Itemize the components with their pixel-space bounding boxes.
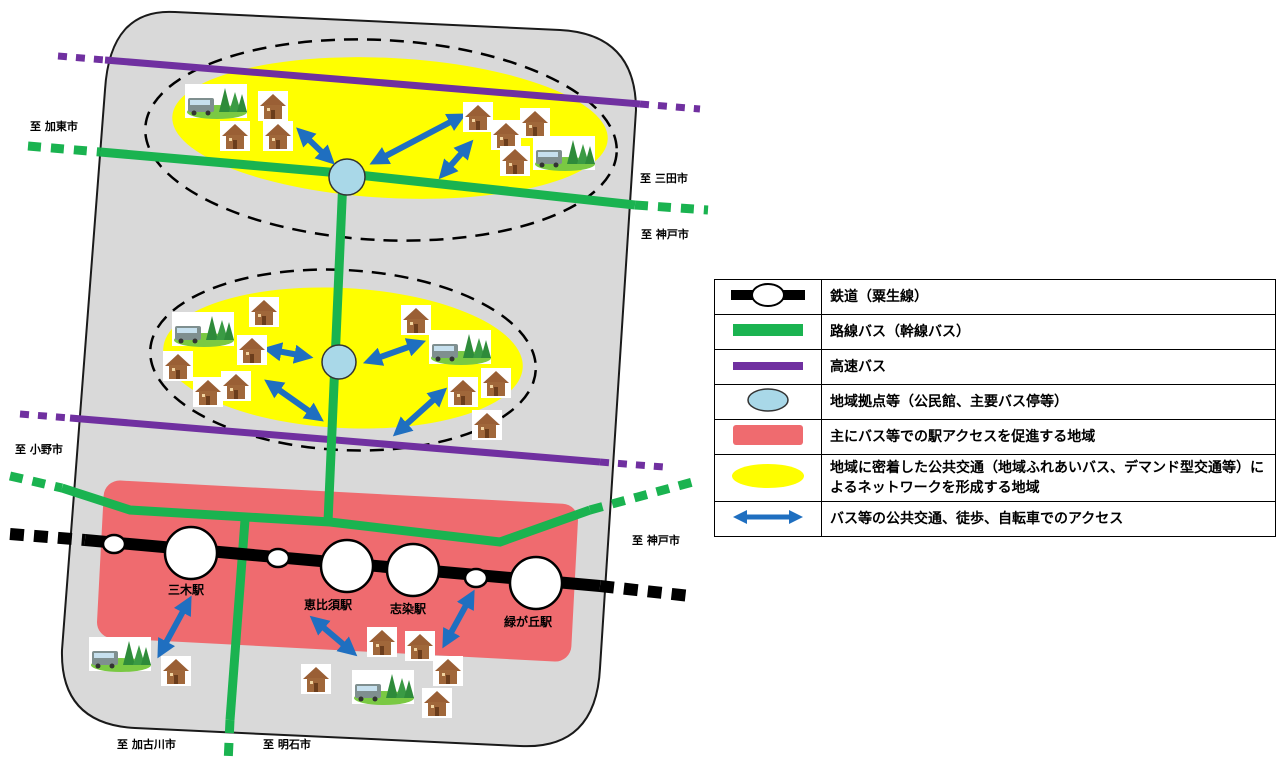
house-icon [422, 688, 452, 718]
hub-icon [714, 384, 822, 420]
legend-label-express-bus: 高速バス [821, 349, 1276, 385]
access-arrow-6 [264, 379, 324, 422]
minor-station-2 [265, 547, 291, 569]
legend-table: 鉄道（粟生線） 路線バス（幹線バス） 高速バス 地域拠点等（公民館、主要バス停等… [714, 279, 1276, 537]
destination-kobe-north: 至 神戸市 [641, 227, 689, 241]
house-icon [301, 664, 331, 694]
route-bus-icon [714, 314, 822, 350]
express-bus-icon [714, 349, 822, 385]
house-icon [258, 91, 288, 121]
station-label-ebisu: 恵比須駅 [304, 597, 353, 612]
access-arrow-3 [438, 139, 474, 180]
destination-kobe-south: 至 神戸市 [632, 533, 680, 547]
middle-dashed-boundary [148, 268, 538, 452]
community-network-area-icon [714, 454, 822, 502]
house-icon [220, 121, 250, 151]
destination-sanda: 至 三田市 [640, 171, 688, 185]
access-arrow-5 [362, 338, 427, 366]
bus-scene-icon [429, 330, 491, 365]
house-icon [520, 108, 550, 138]
station-label-shijimi: 志染駅 [390, 601, 427, 616]
legend-row-hub: 地域拠点等（公民館、主要バス停等） [714, 384, 1276, 420]
access-arrow-1 [296, 127, 335, 165]
hub-upper [328, 158, 366, 196]
house-icon [263, 121, 293, 151]
house-icon [472, 410, 502, 440]
house-icon [249, 297, 279, 327]
express-bus-line-north-ext-w [57, 52, 106, 64]
bus-scene-icon [172, 312, 234, 347]
legend-label-hub: 地域拠点等（公民館、主要バス停等） [821, 384, 1276, 420]
destination-ono: 至 小野市 [15, 442, 63, 456]
upper-dashed-boundary [144, 38, 618, 242]
express-bus-line-north-ext-e [639, 100, 701, 113]
station-midorigaoka [508, 555, 564, 611]
house-icon [367, 627, 397, 657]
railway-ext-east [599, 580, 691, 602]
house-icon [405, 631, 435, 661]
railway-icon [714, 279, 822, 315]
house-icon [481, 368, 511, 398]
legend-row-community-area: 地域に密着した公共交通（地域ふれあいバス、デマンド型交通等）によるネットワークを… [714, 454, 1276, 502]
legend-label-route-bus: 路線バス（幹線バス） [821, 314, 1276, 350]
station-label-midorigaoka: 緑が丘駅 [504, 614, 553, 629]
bus-scene-icon [352, 670, 414, 705]
legend-row-railway: 鉄道（粟生線） [714, 279, 1276, 315]
house-icon [221, 371, 251, 401]
house-icon [193, 377, 223, 407]
minor-station-1 [101, 533, 127, 555]
transport-network-map: 至 加東市 至 三田市 至 神戸市 至 小野市 至 神戸市 至 加古川市 至 明… [8, 10, 709, 764]
destination-akashi: 至 明石市 [263, 737, 311, 751]
railway-ext-west [9, 528, 86, 546]
express-bus-line-south-ext-w [19, 410, 71, 422]
access-arrow-4 [262, 342, 314, 364]
house-icon [463, 102, 493, 132]
bus-scene-icon [533, 136, 595, 171]
station-access-area-icon [714, 419, 822, 455]
house-icon [237, 335, 267, 365]
legend-label-railway: 鉄道（粟生線） [821, 279, 1276, 315]
station-shijimi [385, 542, 441, 598]
legend-label-access: バス等の公共交通、徒歩、自転車でのアクセス [821, 501, 1276, 537]
legend-row-route-bus: 路線バス（幹線バス） [714, 314, 1276, 350]
bus-scene-icon [89, 637, 151, 672]
access-arrow-10 [442, 589, 475, 649]
station-miki [163, 525, 219, 581]
house-icon [163, 351, 193, 381]
station-ebisu [319, 538, 375, 594]
destination-kato: 至 加東市 [30, 119, 78, 133]
station-label-miki: 三木駅 [168, 582, 205, 597]
route-bus-extensions [8, 141, 709, 764]
legend-row-express-bus: 高速バス [714, 349, 1276, 385]
destination-kakogawa: 至 加古川市 [117, 737, 176, 751]
hub-middle [321, 344, 357, 380]
legend-label-station-area: 主にバス等での駅アクセスを促進する地域 [821, 419, 1276, 455]
express-bus-line-north [104, 56, 641, 108]
access-arrow-8 [157, 595, 192, 659]
minor-station-3 [463, 567, 489, 589]
bus-scene-icon [185, 84, 247, 119]
house-icon [500, 146, 530, 176]
house-icon [491, 120, 521, 150]
legend-row-station-area: 主にバス等での駅アクセスを促進する地域 [714, 419, 1276, 455]
house-icon [433, 656, 463, 686]
access-arrow-9 [309, 615, 358, 657]
access-arrow-7 [392, 387, 448, 437]
house-icon [401, 305, 431, 335]
house-icon [448, 377, 478, 407]
house-icon [161, 656, 191, 686]
legend-label-community-area: 地域に密着した公共交通（地域ふれあいバス、デマンド型交通等）によるネットワークを… [821, 454, 1276, 502]
legend-row-access: バス等の公共交通、徒歩、自転車でのアクセス [714, 501, 1276, 537]
double-arrow-icon [714, 501, 822, 537]
access-arrow-2 [369, 113, 467, 165]
